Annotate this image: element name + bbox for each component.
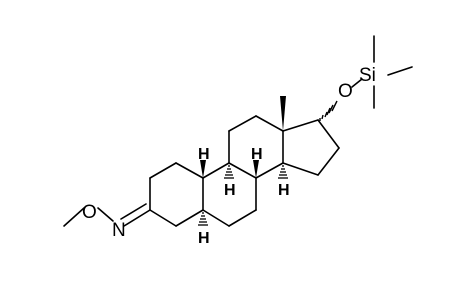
- c17-o-hatched-bond: [319, 100, 338, 121]
- h-c14-hash: [278, 165, 288, 179]
- bond: [228, 162, 257, 179]
- o-methyl-bond: [63, 207, 85, 227]
- bond: [149, 209, 177, 227]
- oxime-double-bond: [120, 203, 151, 227]
- n-o-bond: [97, 207, 114, 222]
- bond: [123, 209, 151, 227]
- bond: [282, 162, 319, 176]
- methyl-wedge: [280, 96, 286, 131]
- bond: [202, 162, 230, 179]
- ring-a: [149, 162, 204, 227]
- bond: [228, 209, 257, 227]
- h-c14-label: H: [278, 182, 290, 199]
- bond: [202, 209, 230, 227]
- bond: [282, 119, 319, 132]
- bond: [228, 115, 257, 132]
- silyl-o-label: O: [338, 81, 353, 102]
- h-c9-label: H: [224, 182, 236, 199]
- h-c5-label: H: [198, 230, 210, 247]
- h-c10-wedge: [200, 160, 206, 178]
- h-c10-label: H: [198, 146, 210, 163]
- silicon-label: Si: [359, 65, 376, 86]
- bond: [317, 119, 340, 149]
- bond: [175, 162, 204, 179]
- bond: [255, 162, 284, 179]
- bond: [120, 203, 147, 220]
- bond: [317, 147, 340, 176]
- si-methyl-bond: [387, 66, 413, 76]
- oxime-n-label: N: [112, 220, 126, 241]
- h-c8-wedge: [253, 160, 259, 178]
- h-c8-label: H: [251, 146, 263, 163]
- bond: [175, 209, 204, 227]
- bond: [149, 162, 177, 179]
- bond: [255, 115, 284, 132]
- ring-b: [202, 162, 257, 227]
- ring-c: [228, 115, 284, 179]
- h-c9-hash: [224, 165, 234, 179]
- ring-d: [282, 119, 340, 176]
- o-si-bond: [351, 78, 363, 88]
- methoxy-o-label: O: [82, 202, 97, 223]
- h-c5-hash: [198, 212, 208, 226]
